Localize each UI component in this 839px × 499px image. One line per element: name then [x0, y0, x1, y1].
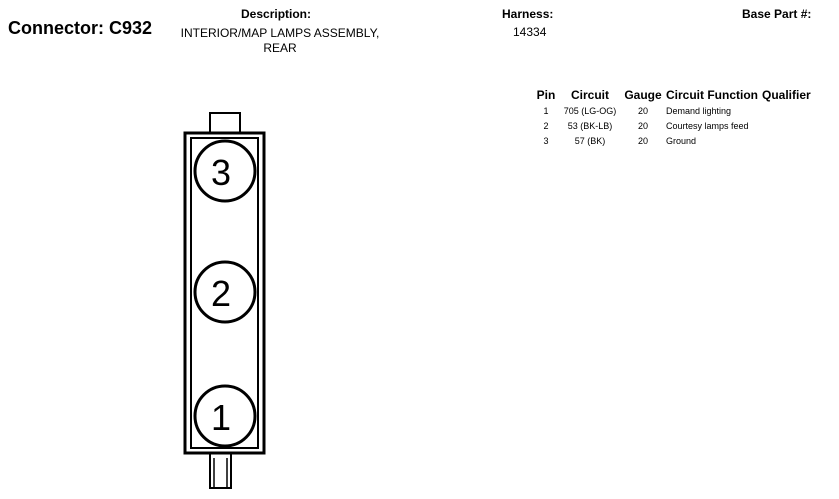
cavity-1-number: 1 [211, 397, 231, 438]
base-part-heading: Base Part #: [742, 7, 812, 21]
cavity-2-number: 2 [211, 273, 231, 314]
cavity-1 [193, 384, 257, 448]
connector-title: Connector: C932 [8, 18, 153, 38]
pin-header: Pin [536, 87, 556, 102]
circuit-header: Circuit [570, 87, 609, 102]
gauge-cell: 20 [637, 105, 648, 116]
pin-cell: 2 [543, 120, 549, 131]
table-row: 2 53 (BK-LB) 20 Courtesy lamps feed [534, 118, 813, 133]
circuit-function-header: Circuit Function [666, 87, 758, 102]
circuit-cell: 57 (BK) [574, 135, 606, 146]
harness-heading: Harness: [502, 7, 554, 21]
circuit-cell: 53 (BK-LB) [567, 120, 613, 131]
function-cell: Ground [666, 135, 697, 146]
pin-table: Pin Circuit Gauge Circuit Function Quali… [534, 86, 813, 148]
gauge-header: Gauge [624, 87, 662, 102]
bottom-latch [209, 452, 232, 489]
cavity-3-number: 3 [211, 152, 231, 193]
table-row: 3 57 (BK) 20 Ground [534, 133, 813, 148]
description-line-2: REAR [263, 41, 297, 55]
description-line-1: INTERIOR/MAP LAMPS ASSEMBLY, [180, 26, 380, 40]
gauge-cell: 20 [637, 120, 648, 131]
qualifier-header: Qualifier [762, 87, 811, 102]
top-latch [209, 112, 241, 134]
pin-table-header-row: Pin Circuit Gauge Circuit Function Quali… [534, 86, 813, 103]
cavity-3 [193, 139, 257, 203]
function-cell: Courtesy lamps feed [666, 120, 749, 131]
pin-cell: 3 [543, 135, 549, 146]
description-value: INTERIOR/MAP LAMPS ASSEMBLY, REAR [168, 26, 392, 56]
cavity-2 [193, 260, 257, 324]
pin-cell: 1 [543, 105, 549, 116]
connector-body-inner [190, 137, 259, 449]
table-row: 1 705 (LG-OG) 20 Demand lighting [534, 103, 813, 118]
description-heading: Description: [241, 7, 312, 21]
function-cell: Demand lighting [666, 105, 732, 116]
gauge-cell: 20 [637, 135, 648, 146]
circuit-cell: 705 (LG-OG) [563, 105, 617, 116]
harness-value: 14334 [513, 25, 547, 39]
